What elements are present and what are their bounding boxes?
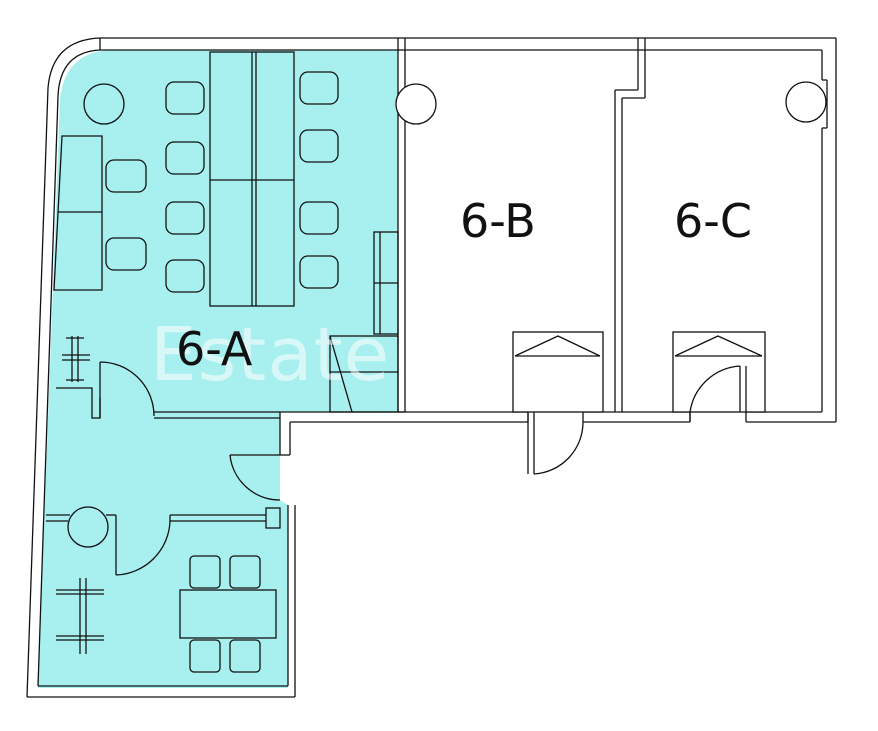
column-6a-top (83, 83, 125, 125)
door-6a-entrance (229, 454, 281, 501)
coat-rack-lower (56, 578, 104, 654)
unit-label-6b: 6-B (460, 194, 536, 248)
corridor-wall (279, 411, 836, 456)
unit-label-6a: 6-A (176, 322, 253, 376)
outer-walls (26, 37, 837, 698)
side-desk (53, 135, 147, 291)
workstation-desks (209, 51, 295, 307)
watermark: Estate (150, 312, 391, 398)
workstation-chairs-left (165, 81, 205, 293)
workstation-chairs-right (299, 71, 339, 289)
column-6a-bottom (67, 506, 109, 548)
interior-wall-6a (56, 361, 280, 419)
column-6b (395, 83, 437, 125)
coat-rack-upper (62, 336, 90, 382)
unit-6a-area (38, 50, 398, 688)
partition-6b-6c (614, 38, 646, 412)
meeting-table (179, 555, 277, 673)
column-6c (785, 81, 827, 123)
unit-label-6c: 6-C (674, 194, 752, 248)
unit-6c-entry (672, 331, 766, 422)
cabinets (329, 231, 399, 413)
meeting-room-walls (46, 507, 281, 576)
unit-6b-entry (512, 331, 604, 475)
